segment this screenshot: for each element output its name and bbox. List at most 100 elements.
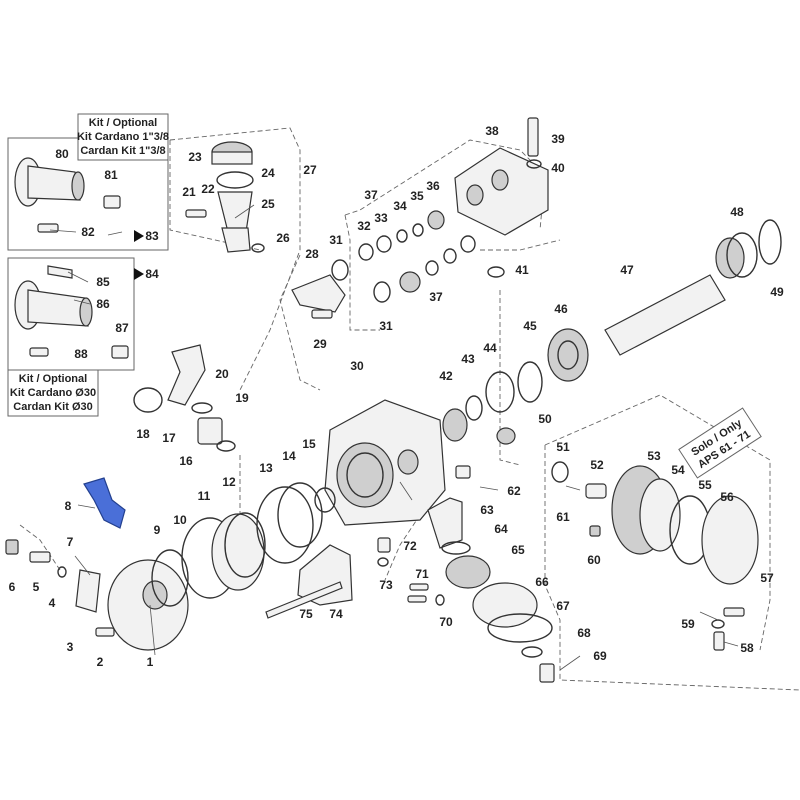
callout-30: 30 [350, 359, 364, 373]
callout-3: 3 [67, 640, 74, 654]
callout-62: 62 [507, 484, 521, 498]
callout-69: 69 [593, 649, 607, 663]
shaft-group [442, 219, 782, 442]
callout-5: 5 [33, 580, 40, 594]
ring-26 [251, 243, 265, 253]
callout-6: 6 [9, 580, 16, 594]
washer-40 [526, 159, 542, 169]
ring-48 [726, 232, 758, 278]
manifold-head [454, 117, 549, 236]
screw-87 [111, 345, 129, 359]
fitting-17 [197, 417, 223, 445]
callout-31-bottom: 31 [379, 319, 393, 333]
callout-26: 26 [276, 231, 290, 245]
ring-24 [216, 171, 254, 189]
valve-group [291, 210, 505, 319]
head-38 [454, 147, 549, 236]
callout-52: 52 [590, 458, 604, 472]
callout-70: 70 [439, 615, 453, 629]
callout-46: 46 [554, 302, 568, 316]
ring-49 [758, 219, 782, 265]
ring-31-bottom [373, 281, 391, 303]
kit-30-parts [14, 265, 144, 359]
ring-4 [57, 566, 67, 578]
cover-group [5, 477, 336, 651]
callout-42: 42 [439, 369, 453, 383]
solo-only-box: Solo / Only APS 61 - 71 [678, 407, 762, 479]
body-22 [221, 227, 251, 253]
callout-85: 85 [96, 275, 110, 289]
ring-64 [441, 541, 471, 555]
callout-64: 64 [494, 522, 508, 536]
callout-65: 65 [511, 543, 525, 557]
callout-10: 10 [173, 513, 187, 527]
part-72 [377, 537, 391, 553]
ring-14 [277, 482, 323, 548]
ring-44 [485, 371, 515, 413]
key-85 [47, 265, 73, 279]
bearing-42 [442, 408, 468, 442]
shaft-47 [604, 237, 745, 356]
kit-box-line1: Kit / Optional [19, 373, 87, 385]
cap-6 [5, 539, 19, 555]
callout-17: 17 [162, 431, 176, 445]
ring-12 [224, 512, 266, 578]
callout-13: 13 [259, 461, 273, 475]
callout-44: 44 [483, 341, 497, 355]
callout-22: 22 [201, 182, 215, 196]
callout-50: 50 [538, 412, 552, 426]
callout-73: 73 [379, 578, 393, 592]
callout-49: 49 [770, 285, 784, 299]
cup-25 [217, 191, 253, 233]
kit-1-3-8-parts [14, 157, 144, 242]
callout-71: 71 [415, 567, 429, 581]
arrow-84 [134, 268, 144, 280]
screw-2 [95, 627, 115, 637]
callout-58: 58 [740, 641, 754, 655]
callout-25: 25 [261, 197, 275, 211]
screw-57 [723, 607, 745, 617]
callout-74: 74 [329, 607, 343, 621]
ring-18 [133, 387, 163, 413]
callout-55: 55 [698, 478, 712, 492]
screw-69 [539, 663, 555, 683]
elbow-20 [167, 344, 206, 406]
callout-56: 56 [720, 490, 734, 504]
plate-54 [639, 478, 681, 552]
bolt-39 [527, 117, 539, 157]
callout-72: 72 [403, 539, 417, 553]
callout-18: 18 [136, 427, 150, 441]
screw-81 [103, 195, 121, 209]
ring-43 [465, 395, 483, 421]
washer-68 [521, 646, 543, 658]
callout-31-top: 31 [329, 233, 343, 247]
nut-60 [589, 525, 601, 537]
valve-37 [399, 235, 476, 293]
callout-41: 41 [515, 263, 529, 277]
ring-41 [487, 266, 505, 278]
callout-11: 11 [198, 489, 211, 503]
callout-61: 61 [556, 510, 570, 524]
plate-11 [211, 513, 265, 591]
callout-57: 57 [760, 571, 774, 585]
callout-37-top: 37 [364, 188, 378, 202]
inlet-group [133, 141, 265, 452]
callout-20: 20 [215, 367, 229, 381]
valve-36 [427, 210, 445, 230]
screw-82 [37, 223, 59, 233]
fitting-58 [713, 631, 725, 651]
washer-59 [711, 619, 725, 629]
callout-19: 19 [235, 391, 249, 405]
callout-48: 48 [730, 205, 744, 219]
ring-34 [396, 229, 408, 243]
callout-27: 27 [303, 163, 317, 177]
ring-70 [435, 594, 445, 606]
callout-15: 15 [302, 437, 316, 451]
shaft-86 [14, 280, 93, 330]
ring-67 [487, 613, 553, 643]
callout-43: 43 [461, 352, 475, 366]
fitting-52 [585, 483, 607, 499]
callout-numbers: 1 2 3 4 5 6 7 8 9 10 11 12 13 14 15 16 1… [9, 124, 784, 669]
callout-75: 75 [299, 607, 313, 621]
callout-53: 53 [647, 449, 661, 463]
